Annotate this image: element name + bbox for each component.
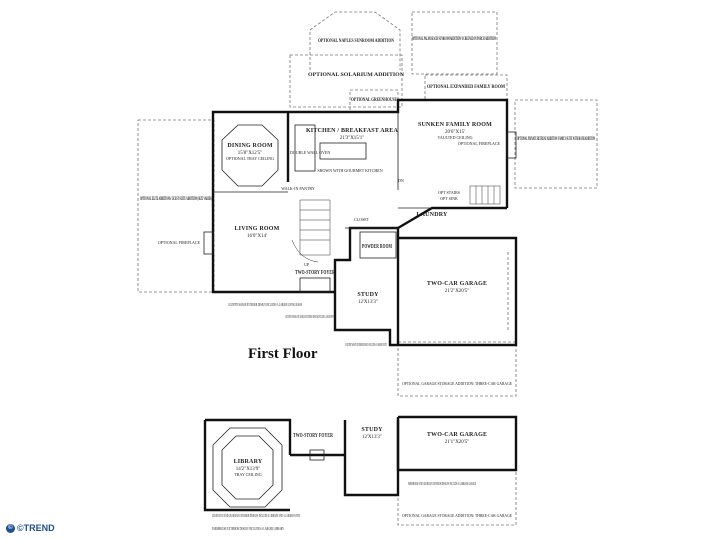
foyer-stairs: [291, 199, 331, 263]
sunken-dim: 20'6"X15': [445, 130, 465, 135]
study2-name: STUDY: [361, 427, 383, 433]
foyer2-name: TWO-STORY FOYER: [293, 433, 333, 439]
dining-dim: 15'8"X12'5": [238, 151, 263, 156]
floor-title: First Floor: [248, 346, 318, 362]
palm-beach-label: OPTIONAL PALM BEACH SUNROOM ADDITION/ SC…: [412, 36, 496, 42]
garage2-dim: 21'1"X20'5": [445, 440, 470, 445]
sunken-name: SUNKEN FAMILY ROOM: [418, 122, 492, 128]
up-label: UP: [304, 262, 310, 267]
design-notes: COUNTRY MANOR EXTERIOR DESIGN INCLUDES A…: [212, 302, 476, 531]
naples-sunroom-outline: [309, 11, 401, 70]
dining-note: OPTIONAL TRAY CEILING: [226, 156, 274, 161]
alternate-plan-walls: [203, 415, 518, 512]
note-country-manor-foyer: COUNTRY MANOR AND GEORGIAN EXTERIOR DESI…: [285, 314, 335, 319]
room-labels: DINING ROOM 15'8"X12'5" OPTIONAL TRAY CE…: [226, 122, 492, 477]
optional-additions: [137, 11, 598, 526]
fireplace-left-label: OPTIONAL FIREPLACE: [158, 240, 201, 245]
elite-label: OPTIONAL ELITE ADDITIONS/ GUEST SUITE AD…: [140, 195, 212, 202]
study-dim: 12'X13'3": [358, 300, 378, 305]
retreat-label: OPTIONAL PRIVATE RETREAT ADDITION/ FAMIL…: [517, 136, 595, 142]
garage2-name: TWO-CAR GARAGE: [427, 432, 487, 438]
laundry-stairs: [469, 185, 501, 205]
trend-watermark: © ©TREND: [6, 522, 55, 534]
sunken-note: VAULTED CEILING: [438, 135, 473, 140]
closet-label: CLOSET: [354, 217, 370, 222]
powder-name: POWDER ROOM: [362, 244, 392, 250]
living-name: LIVING ROOM: [234, 226, 279, 232]
note-lexington-library: LEXINGTON AND GEORGIAN EXTERIOR DESIGNS …: [212, 513, 300, 518]
garage-name: TWO-CAR GARAGE: [427, 281, 487, 287]
note-farmhouse-library: FARMHOUSE EXTERIOR DESIGN INCLUDES A LAR…: [212, 526, 284, 531]
trend-logo-icon: ©: [6, 523, 15, 533]
note-farmhouse-garage: FARMHOUSE AND GEORGIAN EXTERIOR DESIGNS …: [408, 481, 476, 486]
naples-label: OPTIONAL NAPLES SUNROOM ADDITION: [318, 38, 394, 44]
kitchen-note: SHOWN WITH GOURMET KITCHEN: [317, 168, 382, 173]
dining-name: DINING ROOM: [227, 143, 273, 149]
garage-dim: 21'2"X20'5": [445, 289, 470, 294]
living-dim: 16'0"X14': [247, 234, 267, 239]
solarium-outline: [289, 54, 403, 108]
small-labels: WALK-IN PANTRY OPTIONAL FIREPLACE OPTION…: [158, 141, 501, 267]
kitchen-name: KITCHEN / BREAKFAST AREA: [306, 128, 399, 134]
walk-in-pantry-label: WALK-IN PANTRY: [281, 186, 315, 191]
fireplace-right-label: OPTIONAL FIREPLACE: [458, 141, 501, 146]
note-country-manor-study: COUNTRY MANOR EXTERIOR DESIGN INCLUDES A…: [345, 342, 387, 347]
palm-beach-sunroom-outline: [411, 11, 498, 75]
study-name: STUDY: [357, 292, 379, 298]
opt-sink-label: OPT SINK: [440, 196, 458, 201]
expanded-family-label: OPTIONAL EXPANDED FAMILY ROOM: [427, 84, 506, 90]
garage-storage-label: OPTIONAL GARAGE STORAGE ADDITION/ THREE-…: [402, 381, 513, 386]
opt-stairs-label: OPT STAIRS: [438, 190, 460, 195]
double-wall-oven-label: DOUBLE WALL OVEN: [290, 150, 330, 155]
solarium-label: OPTIONAL SOLARIUM ADDITION: [308, 72, 404, 78]
retreat-outline: [514, 99, 598, 189]
kitchen-dim: 21'3"X15'1": [340, 136, 365, 141]
trend-text: ©TREND: [17, 523, 55, 533]
elite-outline: [137, 119, 215, 293]
garage-storage2-outline: [397, 469, 517, 526]
garage-storage2-label: OPTIONAL GARAGE STORAGE ADDITION/ THREE-…: [402, 513, 513, 518]
note-country-manor-living: COUNTRY MANOR EXTERIOR DESIGN INCLUDES A…: [228, 302, 302, 307]
garage-storage-outline: [397, 341, 517, 397]
option-labels: OPTIONAL NAPLES SUNROOM ADDITION OPTIONA…: [140, 36, 595, 518]
main-walls: [203, 98, 518, 347]
foyer-name: TWO-STORY FOYER: [295, 270, 335, 276]
library-name: LIBRARY: [234, 459, 263, 465]
greenhouse-label: OPTIONAL GREENHOUSE: [351, 97, 397, 103]
dn-label: DN: [398, 178, 404, 183]
library-note: TRAY CEILING: [234, 472, 261, 477]
library-dim: 14'2"X13'9": [236, 467, 261, 472]
study2-dim: 12'X13'3": [362, 435, 382, 440]
laundry-name: LAUNDRY: [416, 212, 448, 218]
